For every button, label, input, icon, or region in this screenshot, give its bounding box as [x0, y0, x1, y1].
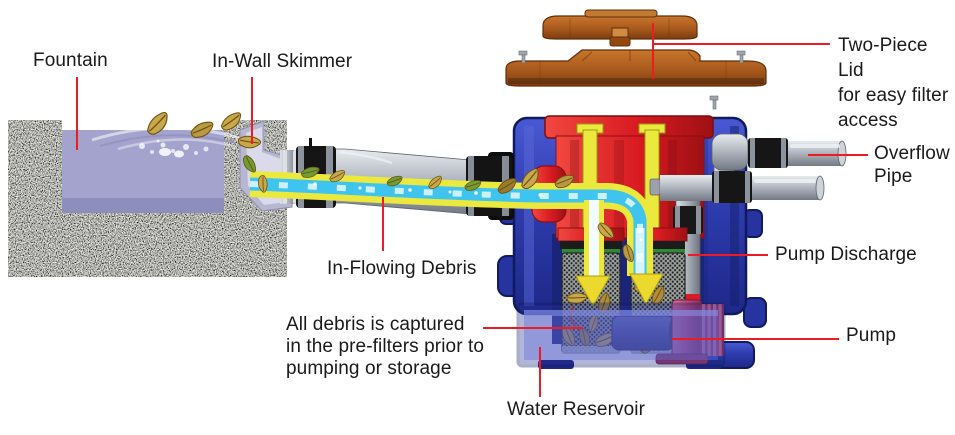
leader-two-piece-lid-vertical: [652, 23, 654, 79]
pipe-tick-mark: [309, 138, 312, 149]
fountain-bubbles: [139, 139, 209, 158]
label-pump-discharge: Pump Discharge: [775, 244, 917, 265]
debris-flow-channel: [249, 171, 653, 278]
label-fountain: Fountain: [33, 50, 108, 71]
label-overflow-pipe: Overflow Pipe: [874, 143, 950, 187]
overflow-pipe-graphic: [711, 133, 847, 177]
label-two-piece-lid: Two-Piece Lid for easy filter access: [838, 35, 949, 131]
label-in-flowing-debris: In-Flowing Debris: [327, 258, 477, 279]
water-reservoir-graphic: [516, 302, 726, 368]
granite-basin: [8, 120, 287, 277]
pump-discharge-pipe: [649, 171, 825, 313]
leader-overflow-pipe: [808, 154, 868, 156]
in-flowing-debris-leaves: [144, 112, 643, 262]
label-pump: Pump: [846, 325, 897, 346]
flow-arrows: [575, 273, 664, 308]
lid-screws: [518, 50, 746, 110]
leader-all-debris-note: [483, 327, 583, 329]
leader-pump-discharge: [688, 254, 768, 256]
leader-water-reservoir: [539, 347, 541, 397]
leader-in-flowing-debris: [382, 197, 384, 251]
captured-debris-leaves: [560, 278, 669, 354]
leader-in-wall-skimmer: [251, 77, 253, 144]
two-piece-lid: [505, 9, 767, 110]
label-in-wall-skimmer: In-Wall Skimmer: [212, 51, 353, 72]
label-all-debris-note: All debris is captured in the pre-filter…: [286, 314, 485, 379]
leader-pump: [672, 338, 839, 340]
leader-fountain: [76, 77, 78, 150]
leader-two-piece-lid-horizontal: [652, 43, 830, 45]
fountain-water: [62, 126, 241, 213]
label-water-reservoir: Water Reservoir: [507, 399, 646, 420]
